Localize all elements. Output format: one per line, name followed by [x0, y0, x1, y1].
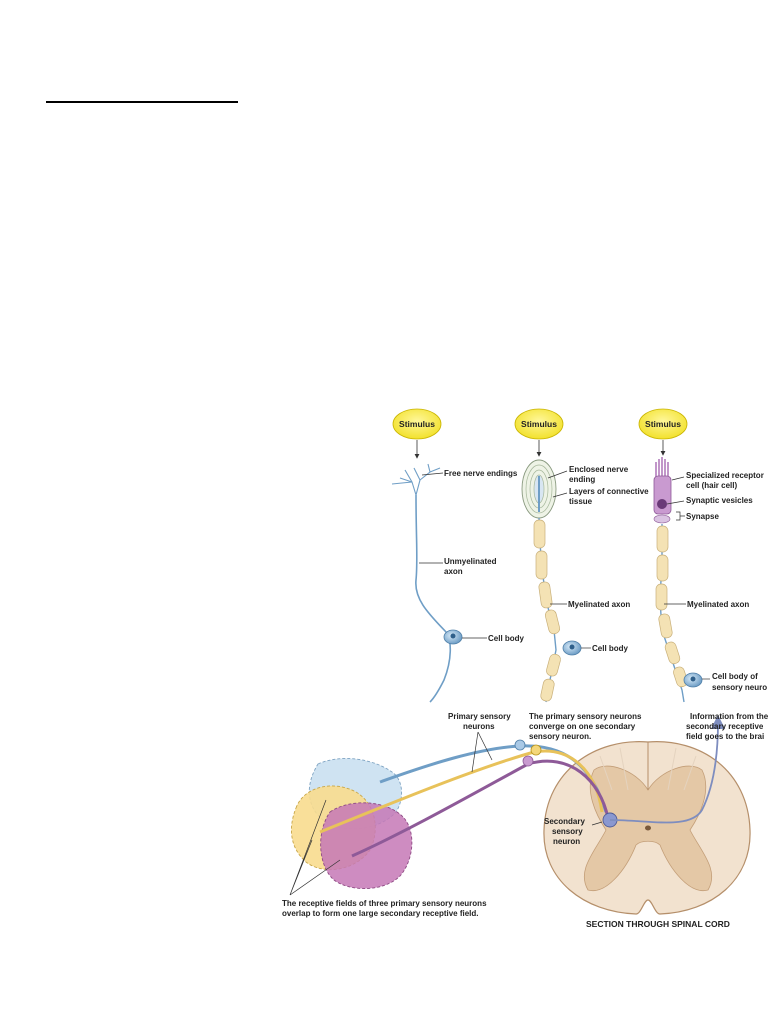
myelinated-axon-2	[533, 517, 561, 703]
enclosed-nerve-label-line1: Enclosed nerve	[569, 465, 629, 474]
primary-cell-body-blue	[514, 739, 526, 751]
specialized-receptor-label-line2: cell (hair cell)	[686, 481, 737, 490]
cell-body-sensory-label-line2: sensory neuro	[712, 683, 767, 692]
enclosed-nerve-ending-receptor: Stimulus Enclosed nerve ending Layers of…	[514, 408, 649, 703]
unmyelinated-axon-label-line1: Unmyelinated	[444, 557, 497, 566]
converge-label-line1: The primary sensory neurons	[529, 712, 642, 721]
secondary-neuron-label-line3: neuron	[553, 837, 580, 846]
connective-tissue-label-line2: tissue	[569, 497, 593, 506]
unmyelinated-axon	[415, 494, 452, 703]
info-label-line1: Information from the	[690, 712, 769, 721]
synapse-label: Synapse	[686, 512, 719, 521]
receptive-fields-caption-line2: overlap to form one large secondary rece…	[282, 909, 479, 918]
primary-neuron-yellow-axon	[319, 749, 604, 834]
hair-cell	[653, 457, 672, 524]
myelinated-axon-3	[655, 524, 688, 703]
primary-cell-body-purple	[522, 755, 534, 767]
synaptic-vesicles	[653, 514, 671, 524]
stimulus-badge-3	[638, 408, 688, 440]
myelinated-axon-label-2: Myelinated axon	[568, 600, 630, 609]
stimulus-badge-1	[392, 408, 442, 440]
specialized-receptor-label-line1: Specialized receptor	[686, 471, 764, 480]
primary-neurons-label-line2: neurons	[463, 722, 495, 731]
cell-body-label-1: Cell body	[488, 634, 525, 643]
primary-neuron-purple-axon	[351, 759, 610, 858]
converge-label-line3: sensory neuron.	[529, 732, 591, 741]
connective-tissue-label-line1: Layers of connective	[569, 487, 649, 496]
cell-body-sensory-label-line1: Cell body of	[712, 672, 758, 681]
info-label-line3: field goes to the brai	[686, 732, 764, 741]
stimulus-badge-2	[514, 408, 564, 440]
specialized-receptor-cell: Stimulus Specialized receptor cell (hair…	[638, 408, 767, 703]
synaptic-vesicles-label: Synaptic vesicles	[686, 496, 753, 505]
free-nerve-endings-label: Free nerve endings	[444, 469, 518, 478]
receptive-fields-diagram: Primary sensory neurons The primary sens…	[282, 712, 769, 929]
stimulus-label-2: Stimulus	[521, 419, 557, 429]
receptive-field-purple	[320, 802, 413, 889]
stimulus-label-3: Stimulus	[645, 419, 681, 429]
receptive-fields-caption-line1: The receptive fields of three primary se…	[282, 899, 487, 908]
secondary-neuron-label-line1: Secondary	[544, 817, 585, 826]
stimulus-label-1: Stimulus	[399, 419, 435, 429]
converge-label-line2: converge on one secondary	[529, 722, 636, 731]
heading-underline	[46, 101, 238, 103]
primary-cell-body-yellow	[530, 744, 542, 756]
ascending-pathway-arrow	[609, 714, 726, 824]
primary-neurons-label-line1: Primary sensory	[448, 712, 511, 721]
secondary-neuron-label-line2: sensory	[552, 827, 583, 836]
unmyelinated-axon-label-line2: axon	[444, 567, 463, 576]
myelinated-axon-label-3: Myelinated axon	[687, 600, 749, 609]
enclosed-nerve-label-line2: ending	[569, 475, 595, 484]
free-nerve-ending-receptor: Stimulus Free nerve endings Unmyelinated…	[391, 408, 525, 703]
cell-body-label-2: Cell body	[592, 644, 629, 653]
info-label-line2: secondary receptive	[686, 722, 764, 731]
spinal-cord-caption: SECTION THROUGH SPINAL CORD	[586, 919, 730, 929]
